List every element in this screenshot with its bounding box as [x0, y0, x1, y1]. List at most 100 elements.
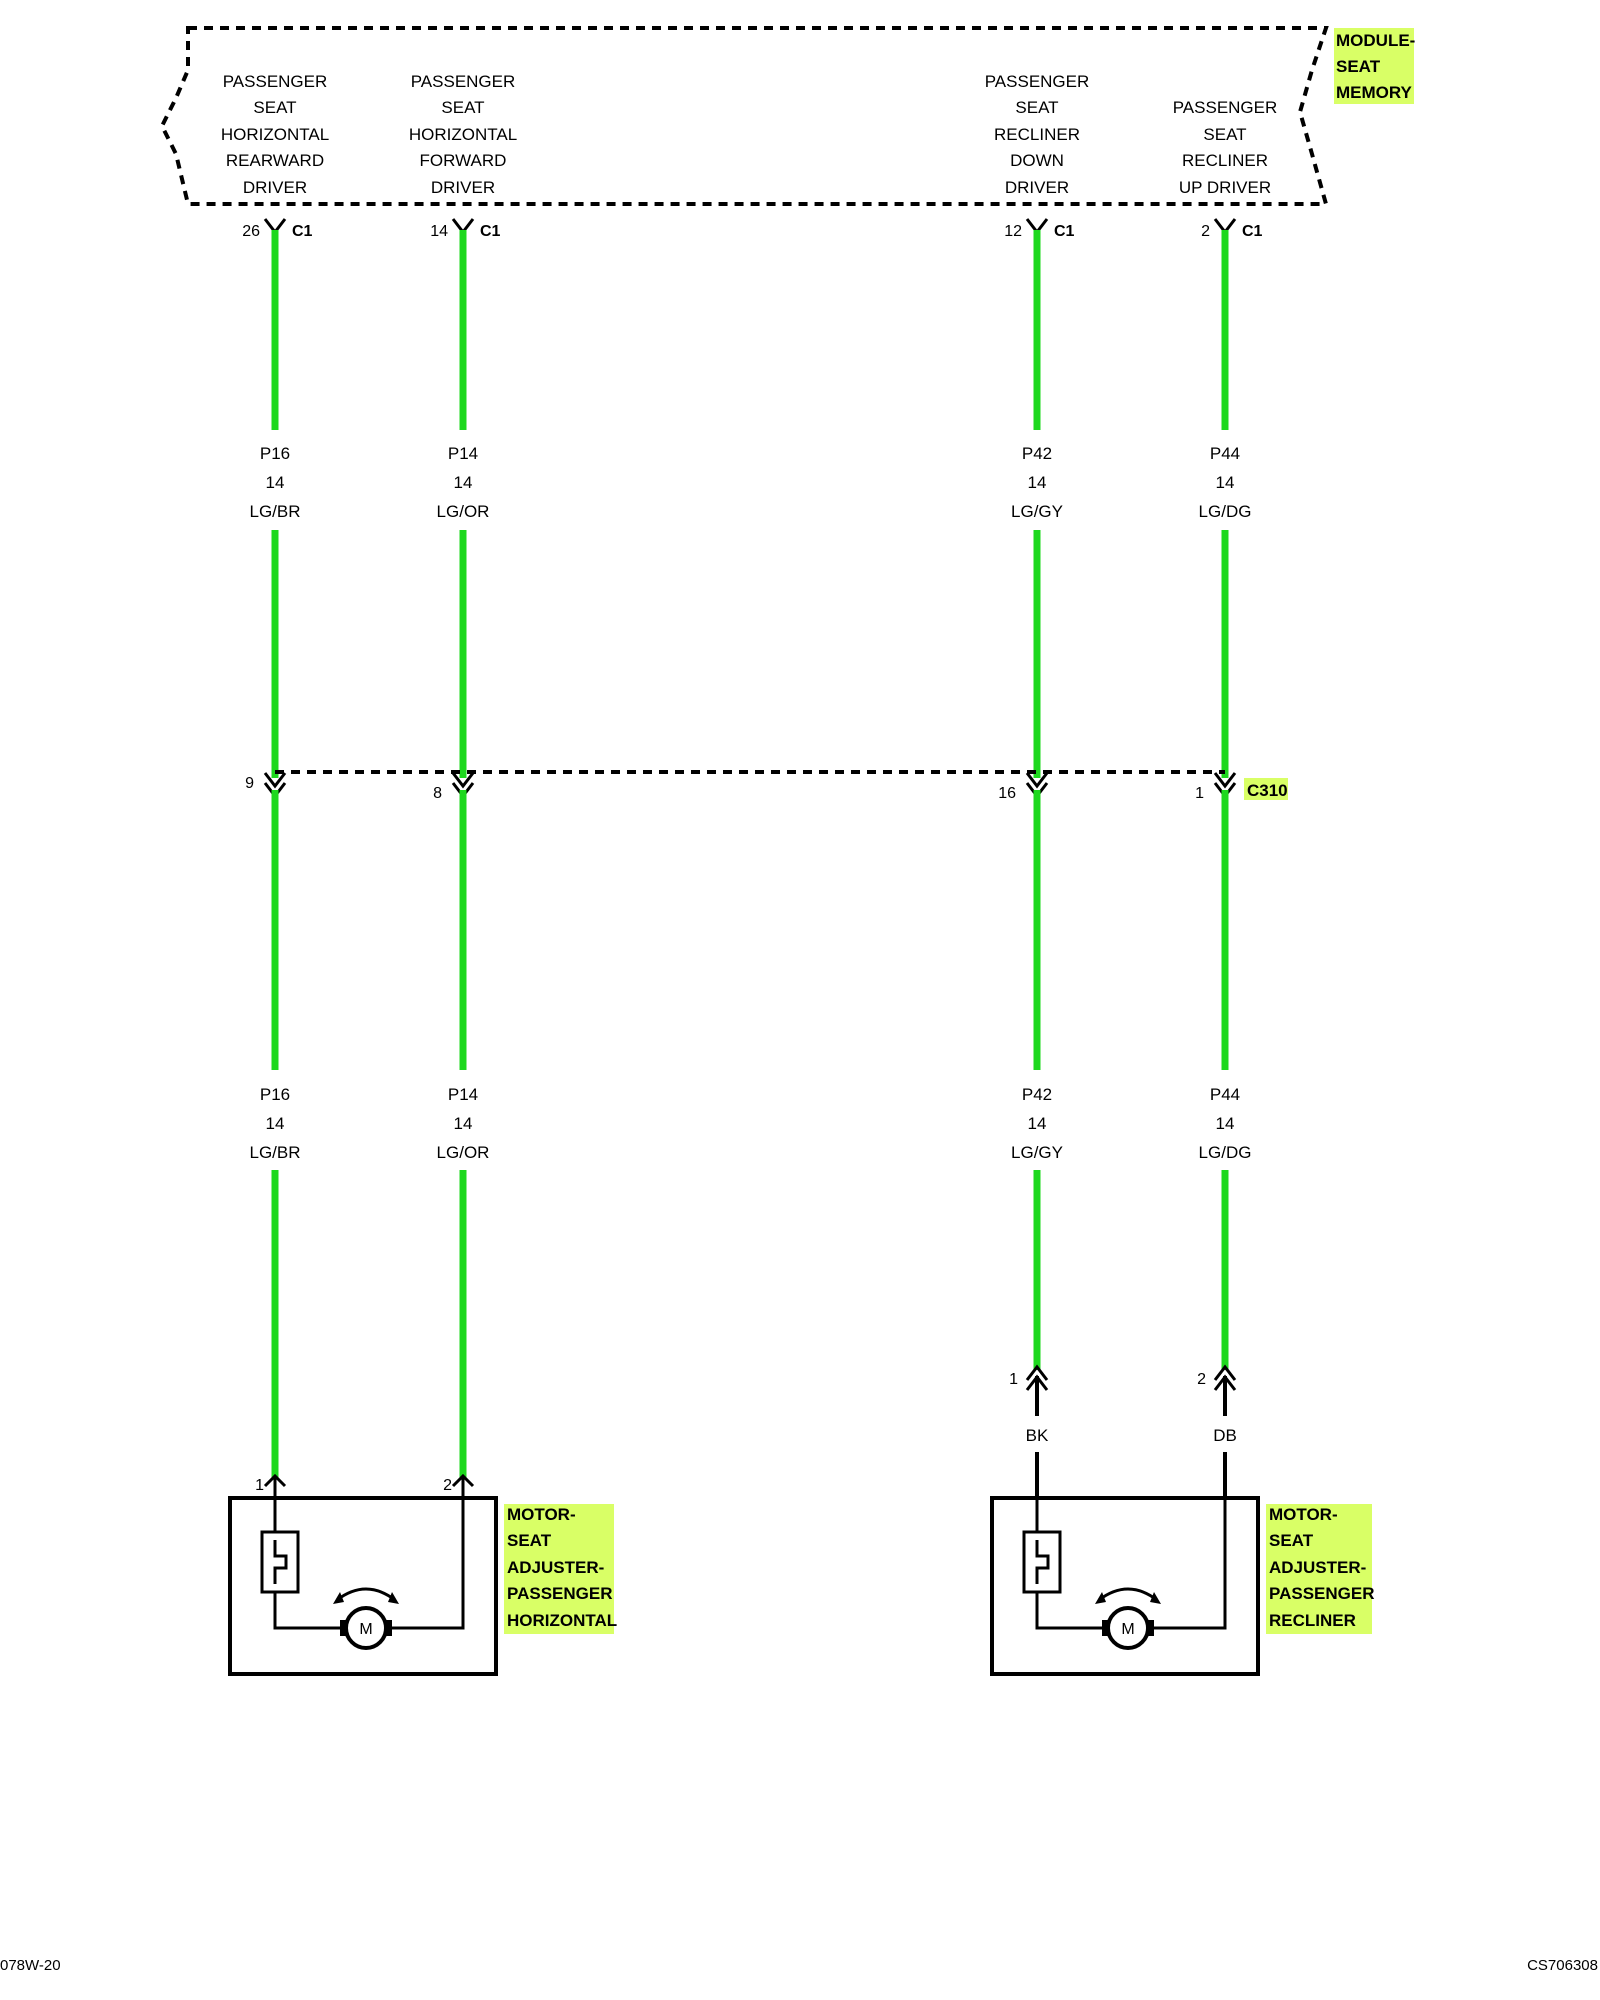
svg-text:LG/OR: LG/OR: [437, 1143, 490, 1162]
motor-horizontal-name: MOTOR- SEAT ADJUSTER- PASSENGER HORIZONT…: [507, 1505, 617, 1630]
svg-text:M: M: [1121, 1621, 1134, 1638]
svg-text:2: 2: [1197, 1371, 1206, 1388]
wire-label-p16-lower: P16 14 LG/BR: [249, 1085, 300, 1162]
svg-text:MOTOR-: MOTOR-: [507, 1505, 576, 1524]
svg-text:LG/BR: LG/BR: [249, 502, 300, 521]
inline-connector-name: C310: [1247, 781, 1288, 800]
svg-text:SEAT: SEAT: [441, 98, 484, 117]
svg-text:HORIZONTAL: HORIZONTAL: [221, 125, 329, 144]
svg-text:DRIVER: DRIVER: [431, 178, 495, 197]
recliner-pigtail-pin-2: 2: [1197, 1364, 1237, 1391]
motor-recliner: M: [990, 1496, 1260, 1676]
svg-text:FORWARD: FORWARD: [420, 151, 507, 170]
svg-text:SEAT: SEAT: [1203, 125, 1246, 144]
svg-text:26: 26: [242, 223, 260, 240]
svg-text:12: 12: [1004, 223, 1022, 240]
svg-text:ADJUSTER-: ADJUSTER-: [507, 1558, 604, 1577]
footer-left-code: 078W-20: [0, 1957, 61, 1974]
svg-text:LG/DG: LG/DG: [1199, 1143, 1252, 1162]
motor-horizontal-pin-2: 2: [443, 1477, 452, 1494]
svg-text:14: 14: [266, 473, 285, 492]
wire-label-p14-lower: P14 14 LG/OR: [437, 1085, 490, 1162]
svg-text:RECLINER: RECLINER: [994, 125, 1080, 144]
svg-text:14: 14: [454, 473, 473, 492]
svg-text:8: 8: [433, 785, 442, 802]
wire-label-p16-upper: P16 14 LG/BR: [249, 444, 300, 521]
svg-text:C1: C1: [1054, 223, 1075, 240]
module-name-line-2: SEAT: [1336, 57, 1381, 76]
svg-text:DRIVER: DRIVER: [1005, 178, 1069, 197]
svg-text:PASSENGER: PASSENGER: [1173, 98, 1278, 117]
svg-text:P14: P14: [448, 444, 478, 463]
svg-text:HORIZONTAL: HORIZONTAL: [409, 125, 517, 144]
svg-text:RECLINER: RECLINER: [1182, 151, 1268, 170]
svg-text:P42: P42: [1022, 1085, 1052, 1104]
svg-text:14: 14: [1028, 1114, 1047, 1133]
svg-text:14: 14: [1028, 473, 1047, 492]
module-connector-pin-1: 14 C1: [430, 218, 501, 240]
svg-text:C1: C1: [292, 223, 313, 240]
svg-text:LG/GY: LG/GY: [1011, 502, 1063, 521]
svg-text:SEAT: SEAT: [1269, 1531, 1314, 1550]
svg-text:MOTOR-: MOTOR-: [1269, 1505, 1338, 1524]
svg-text:SEAT: SEAT: [253, 98, 296, 117]
circuit-breaker-icon: [260, 1530, 300, 1594]
svg-text:UP DRIVER: UP DRIVER: [1179, 178, 1271, 197]
wire-label-p42-lower: P42 14 LG/GY: [1011, 1085, 1063, 1162]
motor-horizontal-box: [228, 1496, 498, 1676]
rotation-arrows-icon: [1098, 1587, 1158, 1602]
svg-text:2: 2: [1201, 223, 1210, 240]
wire-label-p42-upper: P42 14 LG/GY: [1011, 444, 1063, 521]
module-connector-pin-3: 2 C1: [1201, 218, 1263, 240]
module-pin-label-1: PASSENGER SEAT HORIZONTAL FORWARD DRIVER: [409, 72, 517, 197]
svg-text:P16: P16: [260, 444, 290, 463]
motor-horizontal-pin-1-symbol: [263, 1473, 287, 1488]
motor-horizontal-name-highlight: [504, 1504, 614, 1634]
svg-text:DRIVER: DRIVER: [243, 178, 307, 197]
module-name-highlight: [1334, 28, 1414, 104]
motor-horizontal-pin-1: 1: [255, 1477, 264, 1494]
svg-text:LG/BR: LG/BR: [249, 1143, 300, 1162]
motor-icon: [344, 1606, 388, 1650]
svg-text:RECLINER: RECLINER: [1269, 1611, 1356, 1630]
svg-text:P16: P16: [260, 1085, 290, 1104]
motor-icon: [1106, 1606, 1150, 1650]
wire-label-p14-upper: P14 14 LG/OR: [437, 444, 490, 521]
svg-text:14: 14: [1216, 473, 1235, 492]
rotation-arrows-icon: [336, 1587, 396, 1602]
module-name-line-1: MODULE-: [1336, 31, 1415, 50]
svg-text:C1: C1: [1242, 223, 1263, 240]
wire-label-p44-lower: P44 14 LG/DG: [1199, 1085, 1252, 1162]
svg-text:PASSENGER: PASSENGER: [411, 72, 516, 91]
inline-connector-name-highlight: [1244, 778, 1288, 800]
pigtail-color-db: DB: [1213, 1426, 1237, 1445]
svg-text:LG/DG: LG/DG: [1199, 502, 1252, 521]
inline-connector-pin-0: 9: [245, 772, 287, 799]
svg-text:SEAT: SEAT: [507, 1531, 552, 1550]
circuit-breaker-icon: [1022, 1530, 1062, 1594]
motor-recliner-name: MOTOR- SEAT ADJUSTER- PASSENGER RECLINER: [1269, 1505, 1375, 1630]
svg-text:LG/OR: LG/OR: [437, 502, 490, 521]
recliner-pigtail-pin-1: 1: [1009, 1364, 1049, 1391]
svg-text:C1: C1: [480, 223, 501, 240]
module-connector-pin-2: 12 C1: [1004, 218, 1075, 240]
svg-text:1: 1: [1195, 785, 1204, 802]
svg-text:9: 9: [245, 775, 254, 792]
svg-text:PASSENGER: PASSENGER: [507, 1584, 613, 1603]
svg-text:LG/GY: LG/GY: [1011, 1143, 1063, 1162]
svg-text:14: 14: [454, 1114, 473, 1133]
svg-text:M: M: [359, 1621, 372, 1638]
svg-text:PASSENGER: PASSENGER: [1269, 1584, 1375, 1603]
motor-recliner-name-highlight: [1266, 1504, 1372, 1634]
footer-right-code: CS706308: [1527, 1957, 1598, 1974]
motor-horizontal-pin-2-symbol: [451, 1473, 475, 1488]
svg-text:ADJUSTER-: ADJUSTER-: [1269, 1558, 1366, 1577]
svg-text:REARWARD: REARWARD: [226, 151, 324, 170]
inline-connector-pin-1: 8: [433, 772, 475, 802]
svg-text:PASSENGER: PASSENGER: [223, 72, 328, 91]
module-pin-label-2: PASSENGER SEAT RECLINER DOWN DRIVER: [985, 72, 1090, 197]
inline-connector-pin-2: 16: [998, 772, 1049, 802]
motor-horizontal: 1 2 M: [228, 1473, 498, 1676]
wire-label-p44-upper: P44 14 LG/DG: [1199, 444, 1252, 521]
